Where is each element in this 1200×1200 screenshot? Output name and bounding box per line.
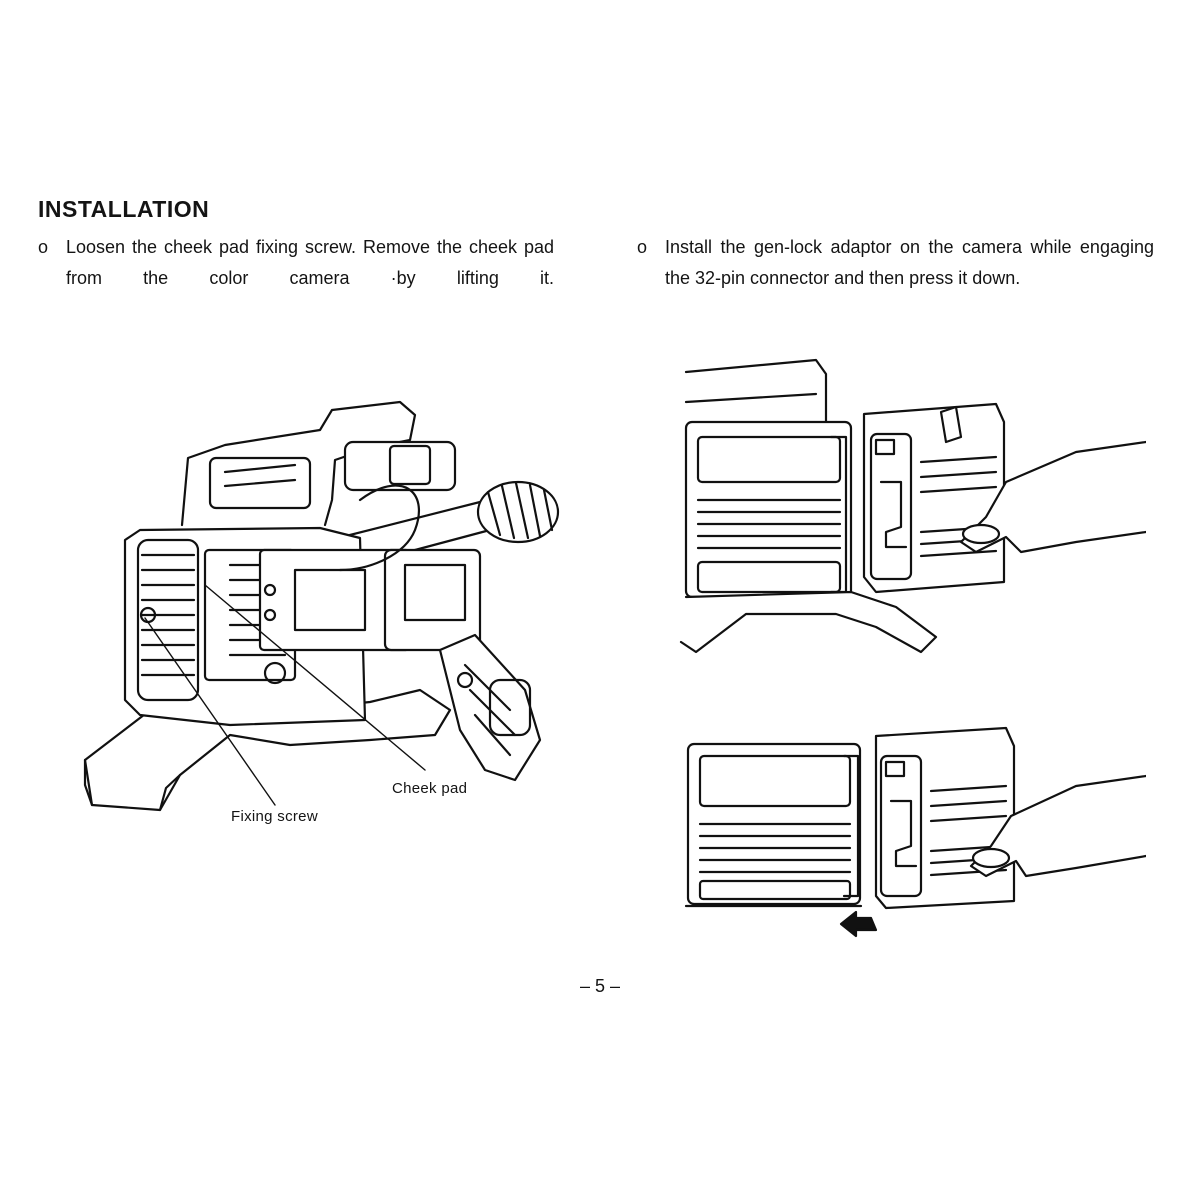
step-remove-cheek-pad: o Loosen the cheek pad fixing screw. Rem… [38, 232, 554, 294]
page-number: – 5 – [579, 976, 621, 996]
section-heading: INSTALLATION [38, 196, 210, 222]
adaptor-detach-illustration [676, 716, 1146, 946]
callout-cheek-pad: Cheek pad [392, 780, 468, 797]
callout-fixing-screw: Fixing screw [231, 808, 318, 825]
step-text: Loosen the cheek pad fixing screw. Remov… [66, 237, 554, 288]
camera-illustration [70, 390, 590, 840]
bullet-marker: o [38, 237, 49, 257]
adaptor-attach-illustration [676, 352, 1146, 664]
bullet-marker: o [637, 237, 648, 257]
step-text: Install the gen-lock adaptor on the came… [665, 237, 1154, 288]
step-install-adaptor: o Install the gen-lock adaptor on the ca… [637, 232, 1154, 294]
